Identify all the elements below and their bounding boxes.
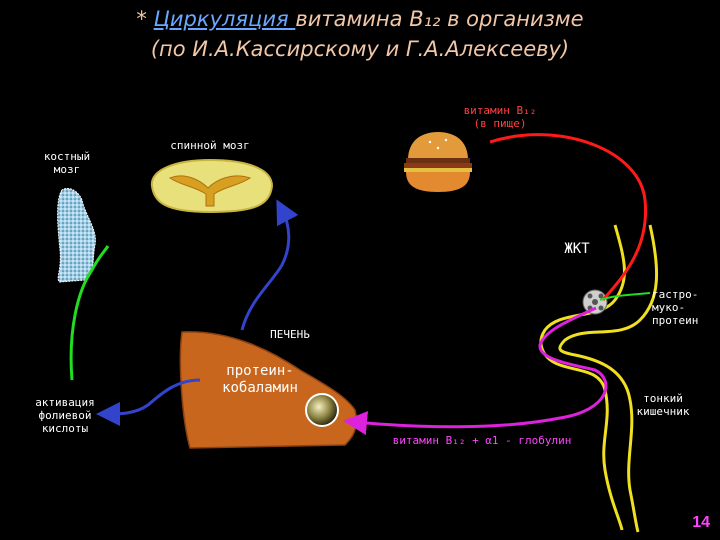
cobalamin-orb <box>305 393 339 427</box>
page-number: 14 <box>692 514 710 531</box>
label-gastro-line3: протеин <box>652 314 699 327</box>
title-line-1: * Циркуляция витамина В₁₂ в организме <box>0 6 720 32</box>
label-vitamin-food-line1: витамин В₁₂ <box>463 104 537 117</box>
label-small-intestine: тонкий кишечник <box>618 392 708 418</box>
label-folic-line3: кислоты <box>41 422 89 435</box>
label-folic-acid: активация фолиевой кислоты <box>20 396 110 435</box>
title-line-2: (по И.А.Кассирскому и Г.А.Алексееву) <box>150 37 570 61</box>
label-vitamin-food-line2: (в пище) <box>473 117 527 130</box>
label-protein-cobalamin: протеин- кобаламин <box>205 363 315 397</box>
label-small-intestine-line2: кишечник <box>636 405 690 418</box>
label-small-intestine-line1: тонкий <box>643 392 683 405</box>
green-path-marrow <box>69 245 110 381</box>
label-gi-tract: ЖКТ <box>564 241 590 257</box>
label-protein-line1: протеин- <box>226 363 294 379</box>
blue-path-folic <box>96 378 201 426</box>
label-bone-marrow-line2: мозг <box>53 163 81 176</box>
label-folic-line2: фолиевой <box>38 409 92 422</box>
red-path <box>489 133 648 301</box>
label-folic-line1: активация <box>35 396 95 409</box>
spinal-cord-shape <box>150 158 274 214</box>
label-liver: ПЕЧЕНЬ <box>270 328 310 341</box>
hamburger-icon <box>404 132 472 192</box>
label-gastromucoprotein: гастро- муко- протеин <box>652 288 718 327</box>
label-gastro-line2: муко- <box>652 301 686 314</box>
blue-path-spinal <box>240 199 299 331</box>
title-link[interactable]: Циркуляция <box>153 7 296 31</box>
magenta-path <box>343 306 608 436</box>
title-prefix: * <box>136 7 154 31</box>
film-reel-icon <box>582 289 608 315</box>
gi-tract-shape <box>539 224 658 533</box>
label-gastro-line1: гастро- <box>652 288 699 301</box>
green-gastro-path <box>599 292 651 301</box>
label-bone-marrow-line1: костный <box>43 150 91 163</box>
bone-marrow-shape <box>57 187 96 283</box>
label-transport: витамин В₁₂ + α1 - глобулин <box>392 434 572 447</box>
title-rest: витамина В₁₂ в организме <box>295 7 584 31</box>
label-vitamin-food: витамин В₁₂ (в пище) <box>440 104 560 130</box>
label-bone-marrow: костный мозг <box>22 150 112 176</box>
label-protein-line2: кобаламин <box>222 380 298 396</box>
label-spinal-cord: спинной мозг <box>170 139 250 152</box>
